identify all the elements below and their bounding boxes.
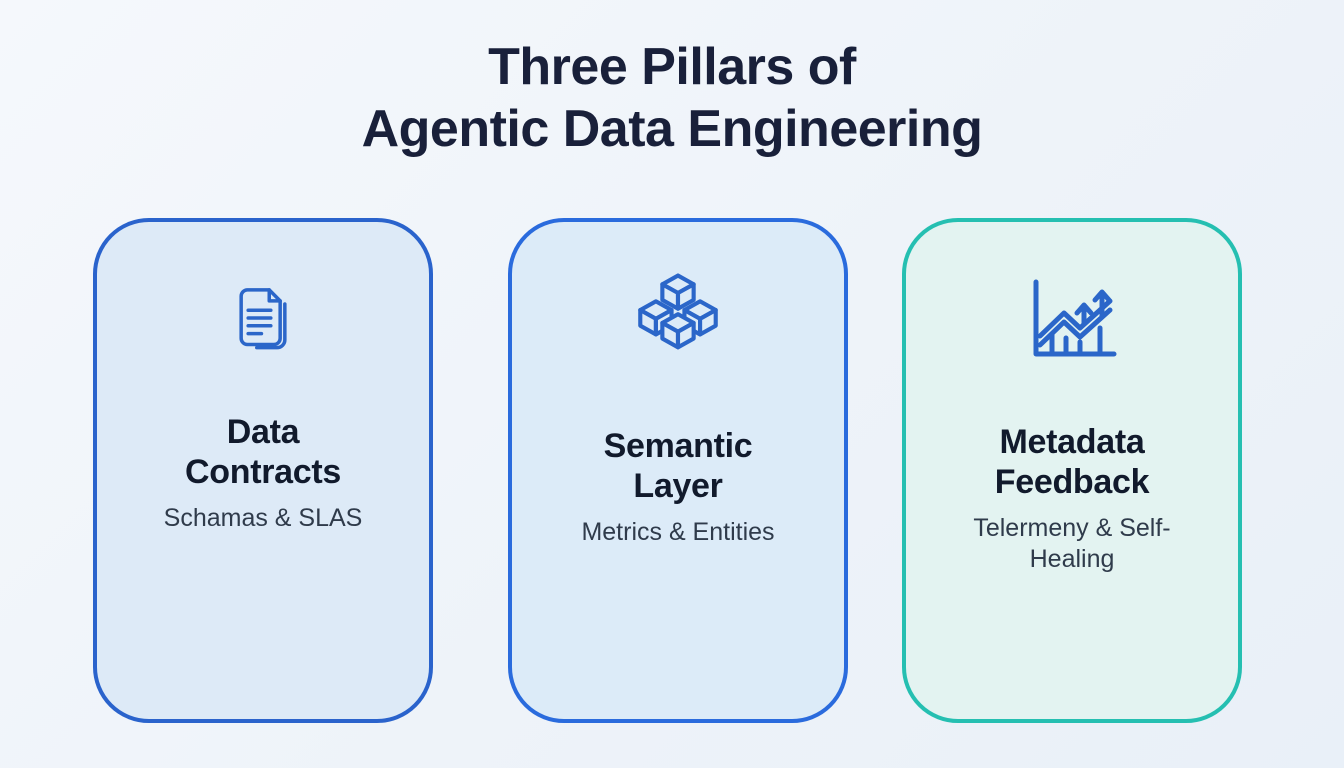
card-title-line1: Data [226,413,300,451]
document-copy-icon [97,270,429,362]
card-metadata-feedback: Metadata Feedback Telermeny & Self-Heali… [902,218,1242,723]
card-title-line1: Semantic [603,427,753,465]
page-title-line1: Three Pillars of [488,38,856,96]
trend-chart-icon [906,270,1238,362]
card-subtitle-data-contracts: Schamas & SLAS [163,504,363,532]
card-semantic-layer: Semantic Layer Metrics & Entities [508,218,848,723]
page-title: Three Pillars of Agentic Data Engineerin… [0,36,1344,160]
card-data-contracts: Data Contracts Schamas & SLAS [93,218,433,723]
card-title-metadata-feedback: Metadata Feedback [906,422,1238,502]
card-title-data-contracts: Data Contracts [97,412,429,492]
card-title-line2: Contracts [185,453,341,491]
card-title-line2: Layer [633,467,723,505]
card-title-line1: Metadata [999,423,1145,461]
card-subtitle-semantic-layer: Metrics & Entities [581,518,775,546]
card-subtitle-metadata-feedback: Telermeny & Self-Healing [973,514,1171,573]
cubes-icon [512,270,844,362]
page-title-line2: Agentic Data Engineering [361,100,983,158]
card-title-semantic-layer: Semantic Layer [512,426,844,506]
card-title-line2: Feedback [994,463,1150,501]
